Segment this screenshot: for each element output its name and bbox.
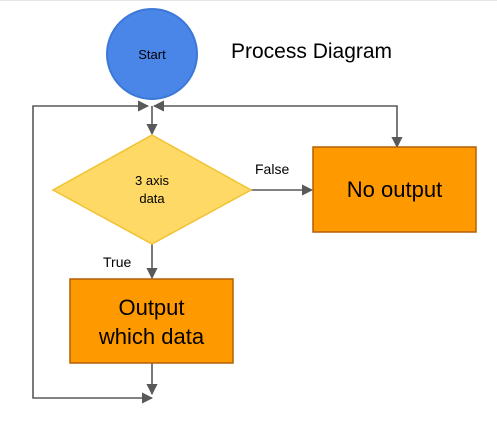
start-label: Start (138, 47, 166, 62)
edge-no-output-loop (152, 100, 403, 149)
no-output-node: No output (312, 146, 477, 233)
true-edge-label: True (103, 254, 131, 270)
output-label-line2: which data (98, 324, 205, 349)
decision-node: 3 axis data (51, 134, 253, 245)
decision-label-line1: 3 axis (135, 173, 169, 188)
output-label-line1: Output (118, 295, 184, 320)
connectors (32, 100, 403, 404)
decision-diamond (51, 134, 253, 245)
output-box (69, 278, 234, 364)
start-circle (106, 8, 198, 100)
start-node: Start (106, 8, 198, 100)
decision-label-line2: data (139, 191, 165, 206)
no-output-box (312, 146, 477, 233)
top-divider (0, 0, 497, 1)
output-node: Output which data (69, 278, 234, 364)
edge-left-loop (32, 100, 154, 404)
diagram-title: Process Diagram (231, 40, 392, 63)
no-output-label: No output (347, 177, 442, 202)
false-edge-label: False (255, 161, 289, 177)
